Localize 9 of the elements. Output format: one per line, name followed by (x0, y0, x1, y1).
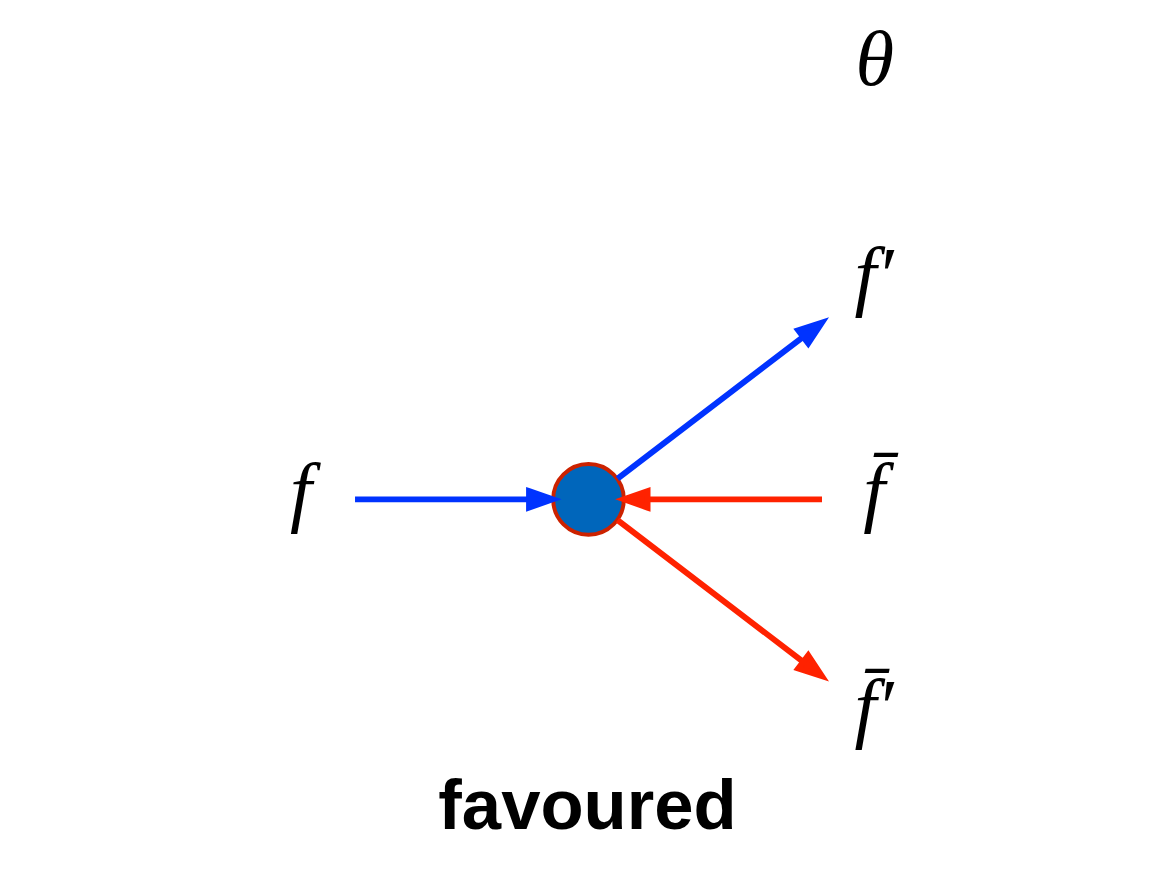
node-circle (550, 462, 626, 537)
arrow (615, 317, 829, 481)
arrow (615, 517, 829, 682)
arrow (354, 486, 561, 512)
caption: favoured (437, 764, 737, 844)
label: θ (855, 15, 894, 103)
node-text: f′ (854, 231, 894, 319)
node-text: f̄′ (854, 662, 894, 750)
arrow (614, 486, 822, 512)
